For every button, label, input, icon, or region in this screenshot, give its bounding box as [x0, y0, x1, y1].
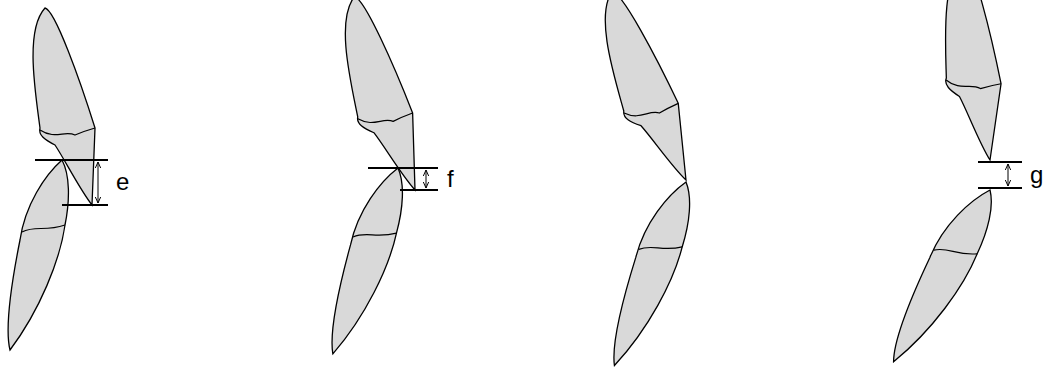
tooth-pair	[600, 0, 692, 368]
dimension-label: f	[447, 167, 454, 191]
tooth-pair	[331, 0, 438, 358]
tooth-pair	[8, 8, 108, 350]
dimension-label: g	[1030, 163, 1043, 187]
dimension-label: e	[116, 170, 129, 194]
tooth-pair	[892, 0, 1022, 368]
